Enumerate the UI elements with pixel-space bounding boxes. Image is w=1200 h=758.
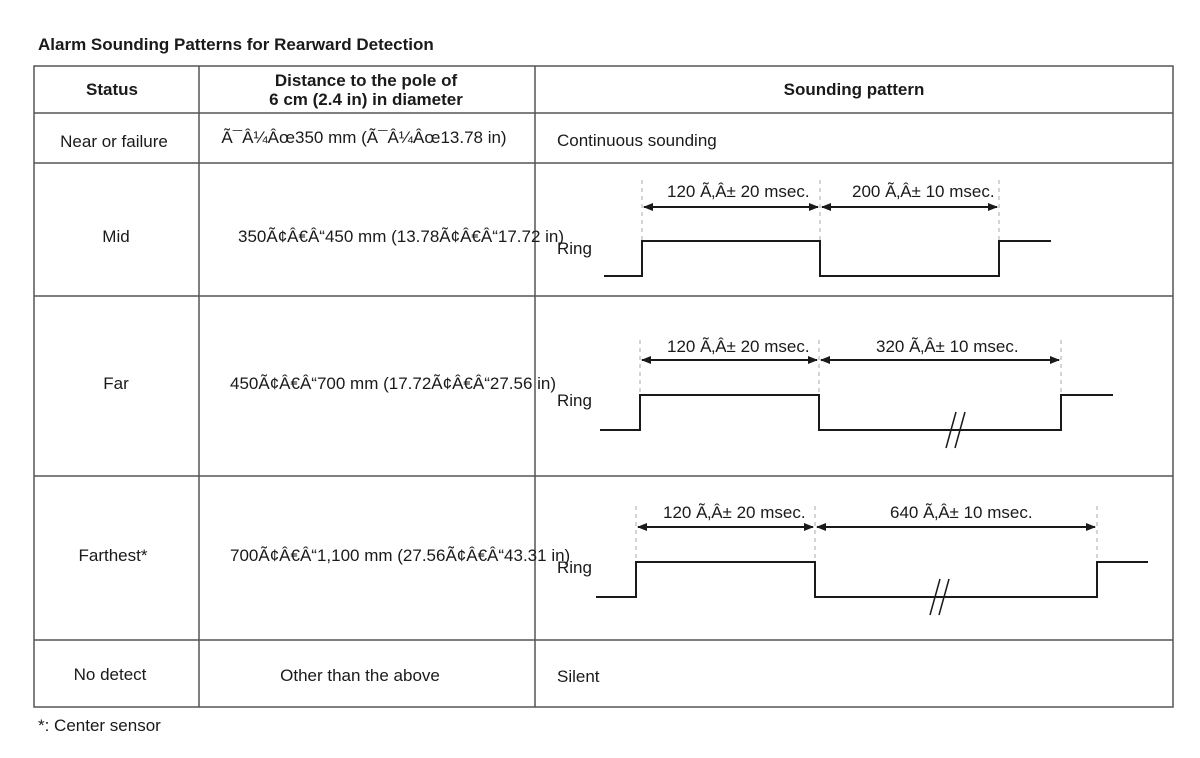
footnote: *: Center sensor [38,716,161,735]
ring-signal-line [596,561,1148,598]
pattern-text-no-detect: Silent [557,667,600,686]
break-mark [945,411,957,449]
table-border [33,65,1174,708]
waveform-farthest [596,506,1148,616]
on-duration-label-far: 120 Ã‚Â± 20 msec. [667,337,810,356]
status-cell-farthest: Farthest* [78,546,148,565]
header-distance: Distance to the pole of 6 cm (2.4 in) in… [269,71,463,109]
on-duration-label-farthest: 120 Ã‚Â± 20 msec. [663,503,806,522]
on-duration-label-mid: 120 Ã‚Â± 20 msec. [667,182,810,201]
ring-signal-line [600,394,1113,431]
distance-cell-no-detect: Other than the above [280,666,440,685]
distance-cell-far: 450Ã¢Â€Â“700 mm (17.72Ã¢Â€Â“27.56 in) [230,374,557,393]
break-mark [954,411,966,449]
off-duration-label-far: 320 Ã‚Â± 10 msec. [876,337,1019,356]
off-duration-label-mid: 200 Ã‚Â± 10 msec. [852,182,995,201]
table-grid [33,65,1174,708]
off-duration-label-farthest: 640 Ã‚Â± 10 msec. [890,503,1033,522]
header-distance-line1: Distance to the pole of [274,71,458,90]
break-mark [929,578,941,616]
header-status: Status [86,80,138,99]
waveform-mid [604,180,1051,277]
distance-cell-farthest: 700Ã¢Â€Â“1,100 mm (27.56Ã¢Â€Â“43.31 in) [230,546,571,565]
pattern-text-near: Continuous sounding [557,131,717,150]
distance-cell-near: Ã¯Â¼Âœ350 mm (Ã¯Â¼Âœ13.78 in) [221,128,507,147]
status-cell-no-detect: No detect [73,665,147,684]
status-cell-mid: Mid [102,227,130,246]
status-cell-far: Far [103,374,129,393]
header-distance-line2: 6 cm (2.4 in) in diameter [269,90,463,109]
status-cell-near: Near or failure [60,132,168,151]
ring-label-far: Ring [557,391,592,410]
break-mark [938,578,950,616]
page-title: Alarm Sounding Patterns for Rearward Det… [38,35,434,54]
ring-label-mid: Ring [557,239,592,258]
header-pattern: Sounding pattern [783,80,925,99]
waveform-far [600,340,1113,449]
distance-cell-mid: 350Ã¢Â€Â“450 mm (13.78Ã¢Â€Â“17.72 in) [238,227,565,246]
ring-signal-line [604,240,1051,277]
ring-label-farthest: Ring [557,558,592,577]
